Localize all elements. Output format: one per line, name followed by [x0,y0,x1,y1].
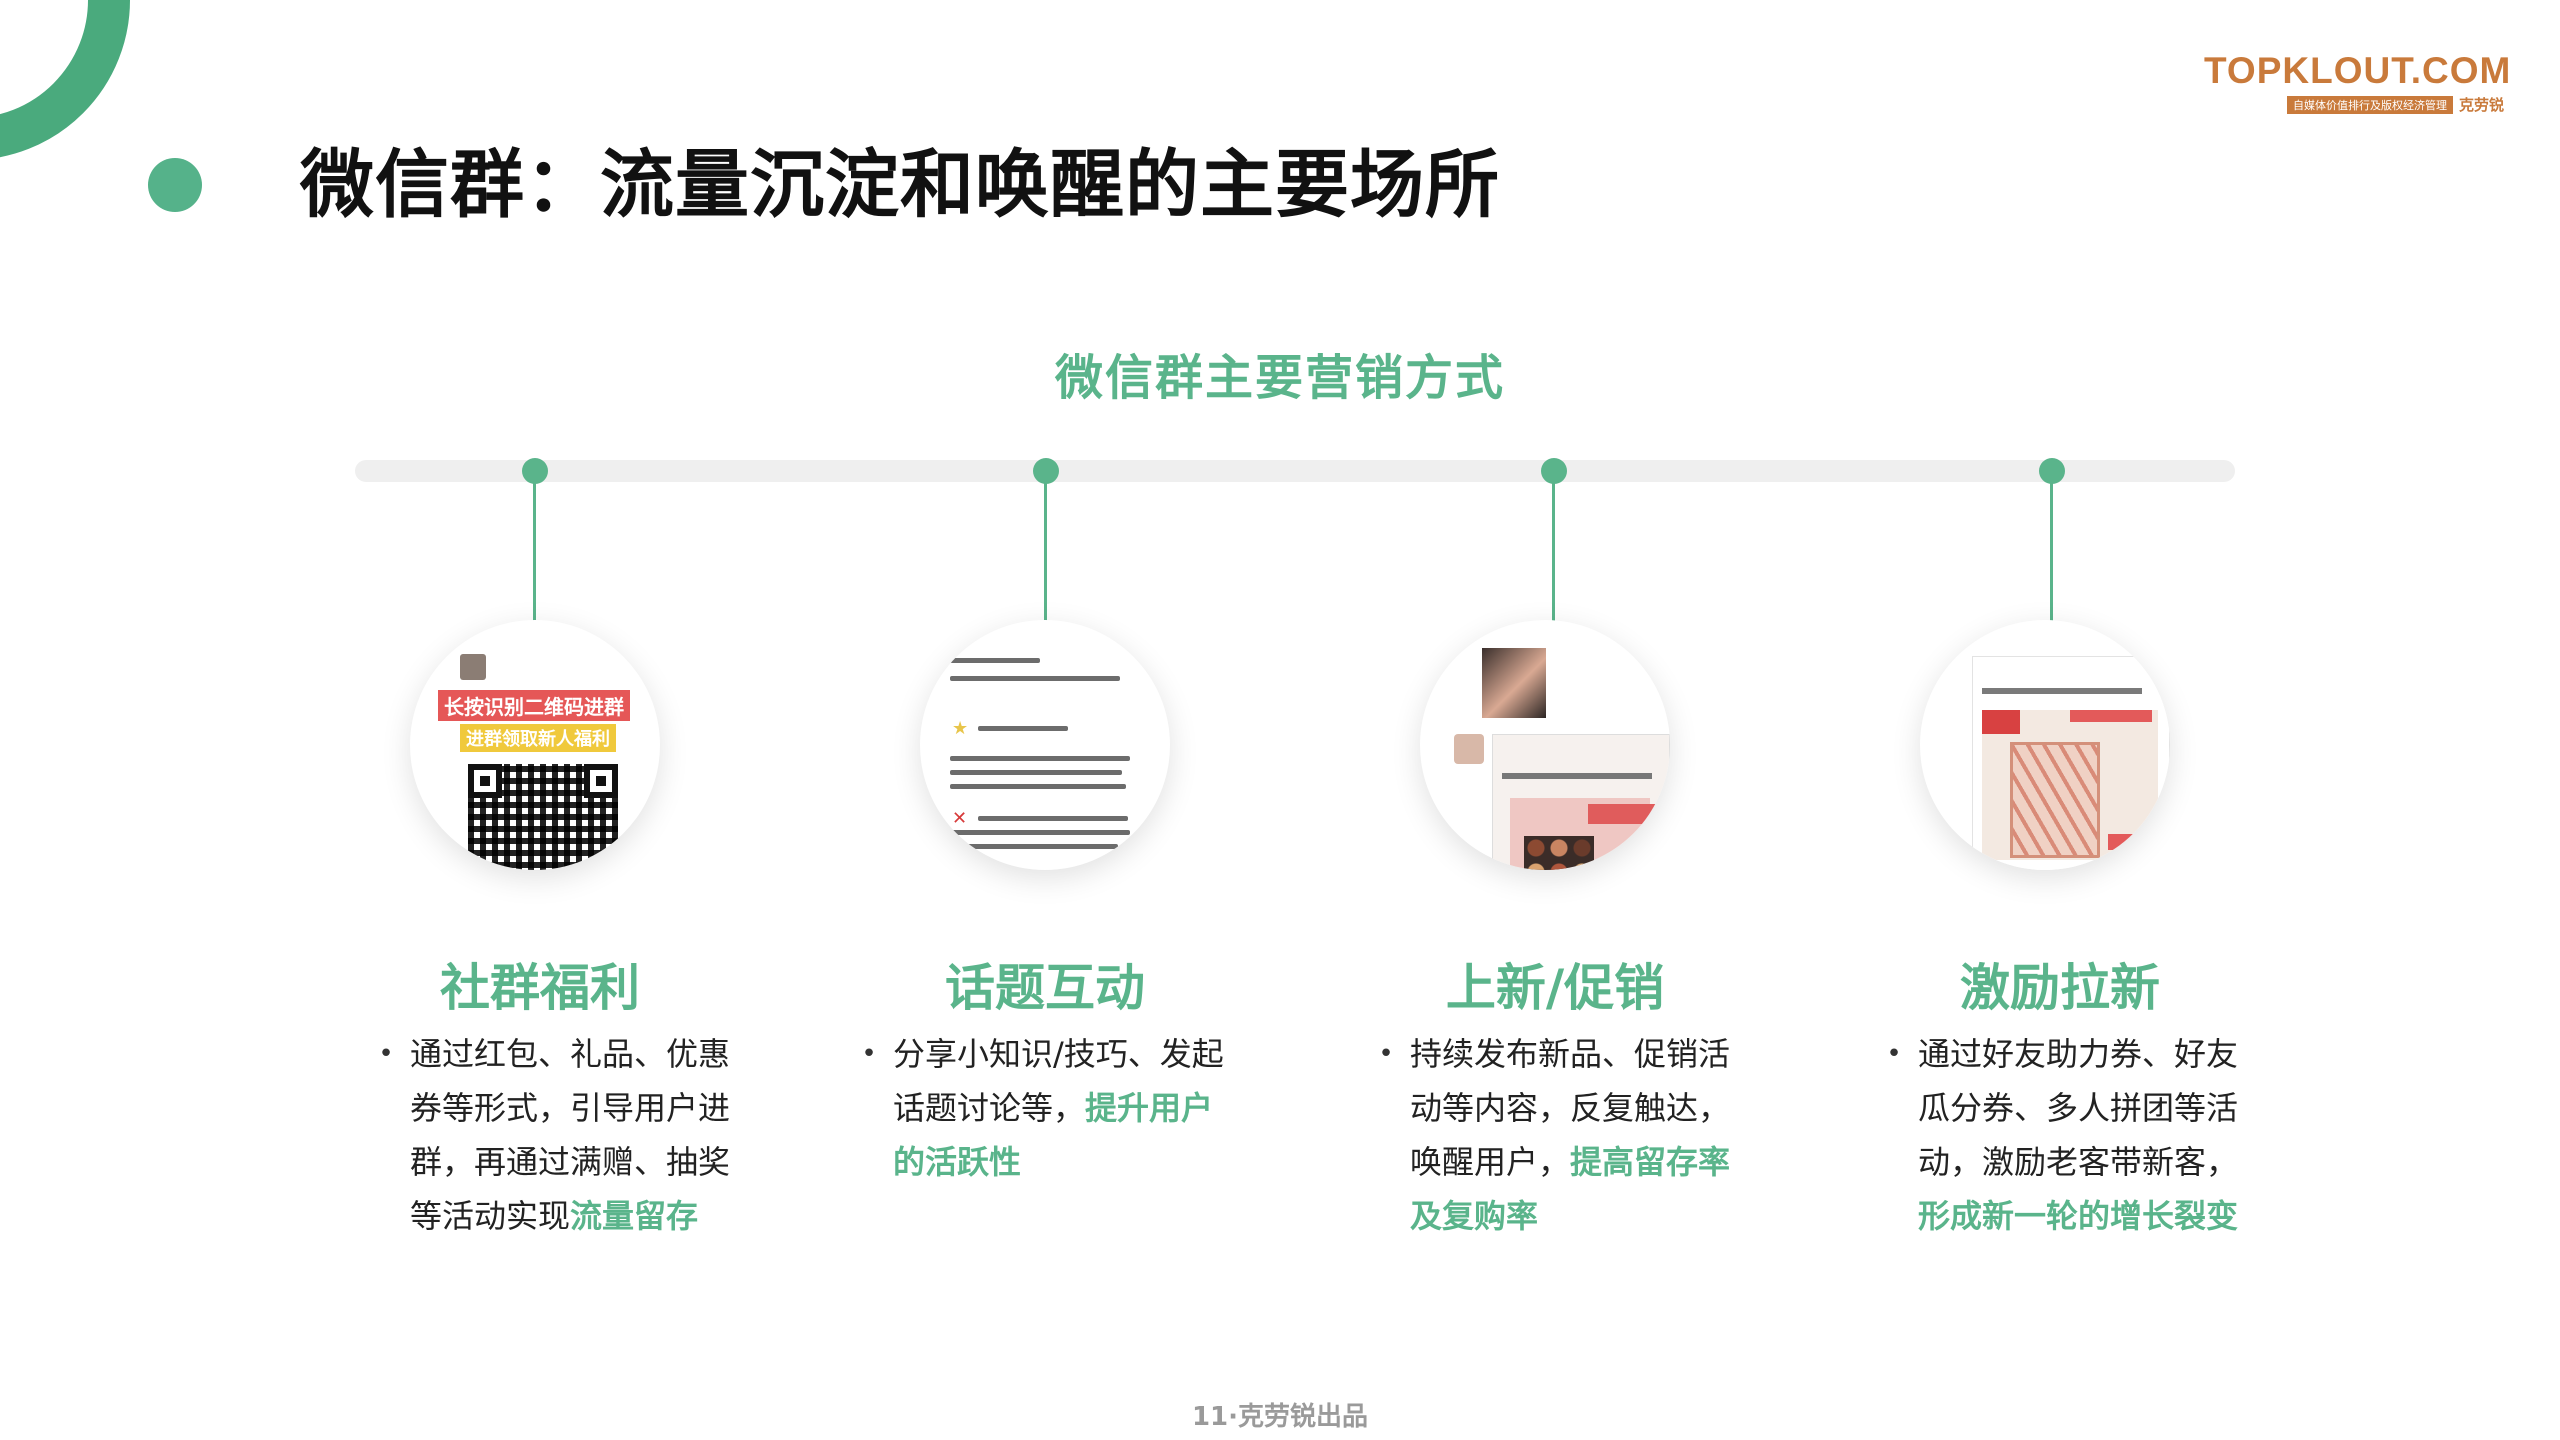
logo-text: TOPKLOUT.COM [2204,50,2512,91]
qr-label-secondary: 进群领取新人福利 [460,724,616,752]
feature-body-4: • 通过好友助力券、好友瓜分券、多人拼团等活动，激励老客带新客， 形成新一轮的增长… [1886,1027,2268,1243]
cross-icon: ✕ [952,808,968,829]
section-title: 微信群主要营销方式 [1054,350,1505,406]
feature-text-2: 分享小知识/技巧、发起话题讨论等， [893,1035,1224,1127]
notes-screenshot: ★ ✕ [940,638,1150,852]
qr-screenshot: 长按识别二维码进群 进群领取新人福利 [430,638,640,870]
corner-arc-decoration [0,0,130,160]
star-icon: ★ [952,718,969,739]
logo-tagline: 自媒体价值排行及版权经济管理 [2286,95,2453,114]
note-line [950,830,1130,835]
thumbnail-community-welfare: 长按识别二维码进群 进群领取新人福利 [410,620,660,870]
logo-cn-name: 克劳锐 [2458,96,2504,114]
brand-logo: TOPKLOUT.COM 自媒体价值排行及版权经济管理 克劳锐 [2204,50,2512,115]
feature-body-3: • 持续发布新品、促销活动等内容，反复触达，唤醒用户，提高留存率及复购率 [1378,1027,1760,1243]
price-tag [2108,834,2156,850]
note-line [950,770,1122,775]
feature-body-1: • 通过红包、礼品、优惠券等形式，引导用户进群，再通过满赠、抽奖等活动实现流量留… [378,1027,760,1243]
eyeshadow-palette-icon [2010,742,2100,858]
bullet-icon: • [1378,1039,1394,1069]
product-screenshot [1440,638,1670,870]
corner-dot-decoration [148,158,202,212]
timeline-node-2 [1033,458,1059,484]
bullet-icon: • [861,1039,877,1069]
avatar [1454,734,1484,764]
footer-credit: 11·克劳锐出品 [1191,1402,1369,1432]
feature-highlight-4: 形成新一轮的增长裂变 [1918,1197,2239,1235]
feature-title-3: 上新/促销 [1445,959,1665,1017]
note-line [950,756,1130,761]
promo-tag [1588,804,1662,824]
feature-title-1: 社群福利 [440,959,640,1017]
feature-text-4: 通过好友助力券、好友瓜分券、多人拼团等活动，激励老客带新客， [1918,1035,2239,1181]
thumbnail-referral-incentive [1920,620,2170,870]
timeline-stem-4 [2050,482,2053,622]
timeline-stem-2 [1044,482,1047,622]
thumbnail-new-product-promotion [1420,620,1670,870]
group-price-label [2070,710,2152,722]
product-photo [1482,648,1546,718]
feature-text-1: 通过红包、礼品、优惠券等形式，引导用户进群，再通过满赠、抽奖等活动实现 [410,1035,731,1235]
page-title: 微信群：流量沉淀和唤醒的主要场所 [300,142,1500,228]
eyeshadow-palette-icon [1524,836,1594,870]
thumbnail-topic-interaction: ★ ✕ [920,620,1170,870]
group-buy-header-line [1982,688,2142,694]
note-line [950,844,1118,849]
feature-title-4: 激励拉新 [1960,959,2160,1017]
qr-label-primary: 长按识别二维码进群 [438,690,630,721]
note-line [978,726,1068,731]
logo-sub-row: 自媒体价值排行及版权经济管理 克劳锐 [2204,94,2504,115]
feature-highlight-3: 提高留存率及复购率 [1410,1143,1731,1235]
timeline-stem-1 [533,482,536,622]
note-line [978,816,1128,821]
qr-finder-icon [584,764,618,798]
feature-highlight-2: 提升用户的活跃性 [893,1089,1214,1181]
bullet-icon: • [378,1039,394,1069]
timeline-stem-3 [1552,482,1555,622]
note-line [950,676,1120,681]
timeline-node-4 [2039,458,2065,484]
qr-finder-icon [468,764,502,798]
feature-title-2: 话题互动 [945,959,1145,1017]
avatar [460,654,486,680]
group-buy-screenshot [1940,638,2170,870]
note-line [950,784,1126,789]
feature-body-2: • 分享小知识/技巧、发起话题讨论等，提升用户的活跃性 [861,1027,1243,1189]
timeline-track [355,460,2235,482]
note-line [950,658,1040,663]
timeline-node-3 [1541,458,1567,484]
product-text-line [1502,773,1652,779]
feature-highlight-1: 流量留存 [570,1197,699,1235]
timeline-node-1 [522,458,548,484]
feature-text-3: 持续发布新品、促销活动等内容，反复触达，唤醒用户， [1410,1035,1731,1181]
promo-badge [1982,710,2020,734]
bullet-icon: • [1886,1039,1902,1069]
